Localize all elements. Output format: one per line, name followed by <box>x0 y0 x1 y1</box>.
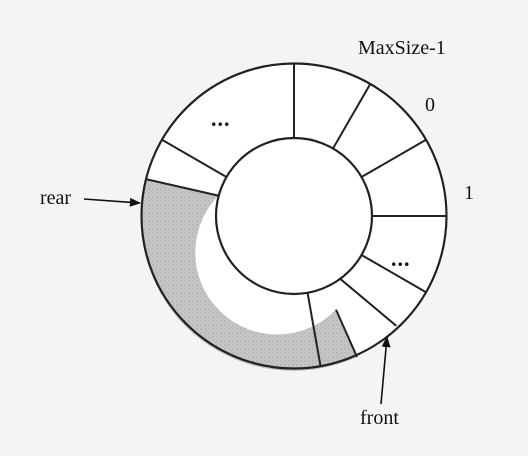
divider-0 <box>332 83 372 149</box>
occupied-segment <box>140 179 357 371</box>
divider-shaded <box>306 292 322 367</box>
cell-dividers <box>145 63 447 367</box>
front-label: front <box>360 407 399 429</box>
rear-arrow <box>83 197 142 207</box>
divider-4 <box>339 277 398 327</box>
max-index-label: MaxSize-1 <box>358 37 446 59</box>
ellipsis-top-cell: ... <box>211 106 231 131</box>
divider-1 <box>361 138 427 178</box>
divider-rear <box>145 178 219 197</box>
divider-front <box>335 309 358 358</box>
divider-3 <box>361 254 427 294</box>
index-zero-label: 0 <box>425 94 435 116</box>
index-one-label: 1 <box>464 182 474 204</box>
divider-top-left <box>161 138 227 178</box>
rear-label: rear <box>40 187 72 209</box>
front-arrow <box>380 335 391 405</box>
ellipsis-right-cell: ... <box>391 246 411 271</box>
ring-inner-circle <box>214 136 374 296</box>
